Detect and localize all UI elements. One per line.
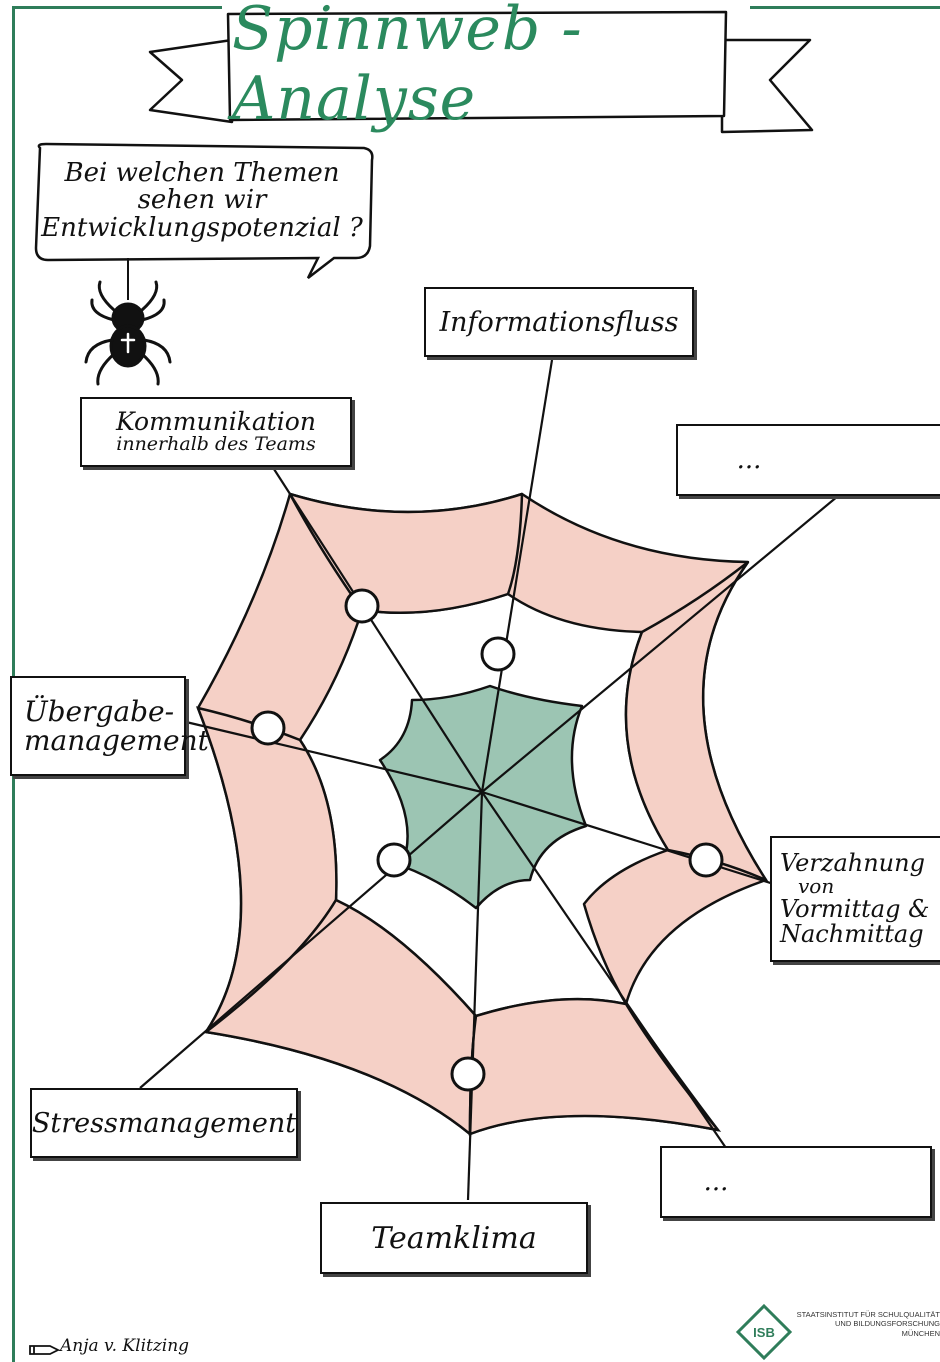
marker-kommunikation [344,588,380,624]
isb-logo-line-1: STAATSINSTITUT FÜR SCHULQUALITÄT [796,1310,940,1319]
question-line-2: sehen wir [137,185,267,216]
isb-logo-line-2: UND BILDUNGSFORSCHUNG [834,1319,940,1329]
marker-informationsfluss [480,636,516,672]
marker-teamklima [450,1056,486,1092]
marker-verzahnung [688,842,724,878]
page-title: Spinnweb - Analyse [232,0,583,134]
topic-verzahnung-line-4: Nachmittag [780,920,924,949]
rating-markers [250,588,724,1092]
topic-ellipsis-top-label: ... [736,445,762,475]
topic-stressmanagement: Stressmanagement [30,1088,298,1158]
topic-teamklima: Teamklima [320,1202,588,1274]
topic-ellipsis-top: ... [676,424,940,496]
author-credit: Anja v. Klitzing [60,1336,190,1356]
question-bubble: Bei welchen Themen sehen wir Entwicklung… [32,142,372,260]
marker-uebergabe [250,710,286,746]
topic-informationsfluss-label: Informationsfluss [439,306,679,338]
topic-kommunikation: Kommunikation innerhalb des Teams [80,397,352,467]
topic-uebergabe: Übergabe- management [10,676,209,776]
pencil-icon [29,1345,61,1355]
speech-bubble [34,142,374,279]
topic-uebergabe-line-2: management [24,724,209,757]
topic-verzahnung-line-3: Vormittag & [780,894,930,923]
spider-icon [84,280,172,386]
isb-logo-line-3: MÜNCHEN [901,1328,940,1338]
isb-logo: ISB [738,1306,790,1358]
question-line-3: Entwicklungspotenzial ? [41,212,363,243]
topic-verzahnung-line-1: Verzahnung [780,848,925,877]
frame-top-right-line [750,6,940,9]
marker-stress [376,842,412,878]
topic-verzahnung-line-2: von [798,873,835,898]
topic-ellipsis-bottom: ... [660,1146,932,1218]
isb-logo-mark [735,1303,793,1361]
topic-uebergabe-line-1: Übergabe- [24,694,175,728]
topic-teamklima-label: Teamklima [371,1220,537,1256]
web-radial-threads [139,359,839,1201]
topic-kommunikation-line-2: innerhalb des Teams [116,433,316,456]
web-center [378,684,588,910]
question-line-1: Bei welchen Themen [64,158,340,189]
isb-logo-text: STAATSINSTITUT FÜR SCHULQUALITÄT UND BIL… [792,1310,940,1338]
banner-ribbon [148,10,814,134]
topic-informationsfluss: Informationsfluss [424,287,694,357]
topic-ellipsis-bottom-label: ... [703,1167,729,1197]
isb-logo-abbr: ISB [753,1324,775,1340]
frame-top-left-line [12,6,222,9]
topic-verzahnung: Verzahnung von Vormittag & Nachmittag [770,836,940,962]
topic-stressmanagement-label: Stressmanagement [31,1107,297,1139]
topic-kommunikation-line-1: Kommunikation [116,406,316,436]
